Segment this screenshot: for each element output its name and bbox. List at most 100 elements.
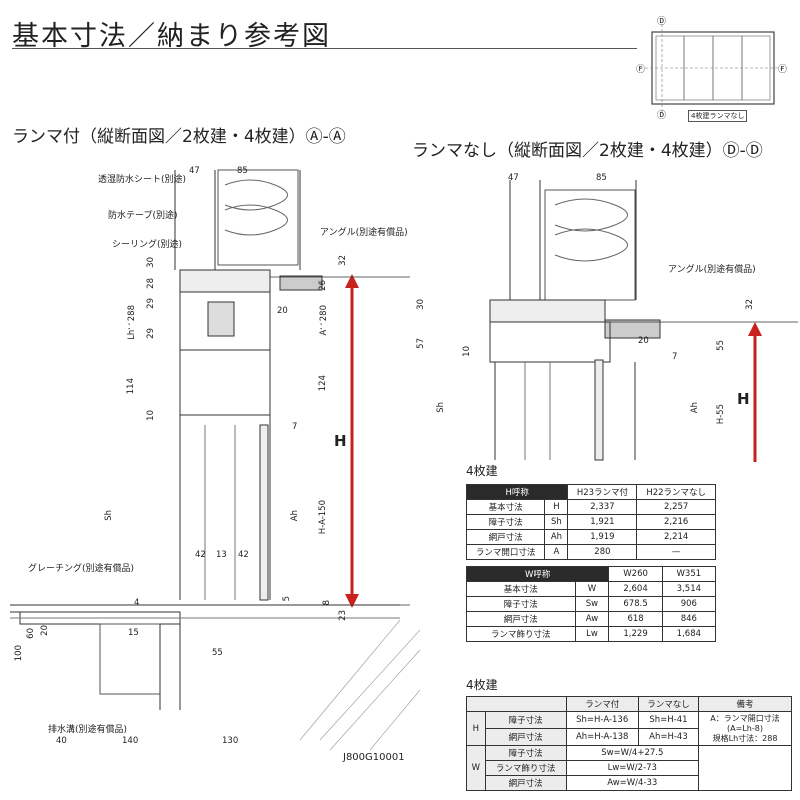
- cell: 2,216: [636, 514, 716, 530]
- cell: Sh: [544, 514, 569, 530]
- dim-8: 8: [322, 600, 332, 606]
- cell: 2,604: [608, 581, 663, 597]
- table-h-head-2: H23ランマ付: [567, 484, 638, 500]
- table-h-title: 4枚建: [466, 464, 498, 478]
- cell: Ah: [544, 529, 569, 545]
- left-section-title: ランマ付（縦断面図／2枚建・4枚建）Ⓐ-Ⓐ: [12, 127, 346, 147]
- table-w-head-0: W呼称: [465, 566, 610, 582]
- formula-head-2: 備考: [698, 696, 792, 712]
- key-plan: Ⓓ Ⓓ Ⓕ Ⓕ 4枚建ランマなし: [636, 12, 790, 122]
- cell: Ah=H-43: [637, 728, 700, 746]
- cell: 網戸寸法: [465, 529, 546, 545]
- key-plan-label: 4枚建ランマなし: [688, 110, 748, 122]
- dim-85: 85: [237, 166, 248, 176]
- cell: ランマ開口寸法: [465, 544, 546, 560]
- rdim-h: H: [737, 390, 750, 408]
- key-plan-drawing: [640, 24, 786, 112]
- page-title: 基本寸法／納まり参考図: [12, 21, 331, 52]
- table-row: 網戸寸法 Ah=H-A-138 Ah=H-43: [467, 728, 792, 746]
- dim-23: 23: [338, 610, 348, 621]
- cell: 678.5: [608, 596, 663, 612]
- table-row: H 障子寸法 Sh=H-A-136 Sh=H-41 A：ランマ開口寸法 (A=L…: [466, 711, 792, 746]
- right-section-drawing: [489, 180, 798, 462]
- rdim-ah: Ah: [690, 402, 700, 414]
- cell: 846: [661, 611, 717, 627]
- callout-angle-left: アングル(別途有償品): [320, 228, 408, 238]
- cell: 基本寸法: [466, 581, 576, 597]
- dim-10: 10: [146, 410, 156, 421]
- cell: [466, 696, 567, 712]
- formula-head-1: ランマなし: [637, 696, 700, 712]
- rdim-47: 47: [508, 173, 519, 183]
- cell: Sw: [574, 596, 610, 612]
- cell: Aw: [574, 611, 610, 627]
- dim-26: 26: [318, 280, 328, 291]
- cell: ランマ飾り寸法: [466, 626, 576, 642]
- table-h-head-0: H呼称: [465, 484, 569, 500]
- key-mark-d-top: Ⓓ: [657, 17, 667, 27]
- cell: 網戸寸法: [484, 775, 567, 791]
- rdim-30: 30: [416, 299, 426, 310]
- cell: 網戸寸法: [466, 611, 576, 627]
- dim-a-280: A：280: [319, 305, 329, 336]
- rdim-32: 32: [745, 299, 755, 310]
- dim-47: 47: [189, 166, 200, 176]
- cell: H: [544, 499, 569, 515]
- dim-100: 100: [14, 645, 24, 662]
- cell: 1,921: [567, 514, 638, 530]
- callout-waterproof-tape: 防水テープ(別途): [108, 211, 178, 221]
- formula-group-h: H: [466, 711, 486, 746]
- dim-5: 5: [282, 596, 292, 602]
- title-rule: [12, 48, 637, 49]
- cell: [698, 745, 792, 791]
- formula-head-0: ランマ付: [565, 696, 639, 712]
- cell: 1,229: [608, 626, 663, 642]
- cell: 3,514: [661, 581, 717, 597]
- cell: 基本寸法: [465, 499, 546, 515]
- dim-20: 20: [277, 306, 288, 316]
- dim-130: 130: [222, 736, 239, 746]
- drawing-code: J800G10001: [343, 752, 405, 763]
- left-section-drawing: [10, 169, 420, 751]
- key-mark-f-left: Ⓕ: [636, 65, 646, 75]
- dim-sh-left: Sh: [104, 510, 114, 521]
- table-w-head-2: W260: [608, 566, 663, 582]
- callout-grating: グレーチング(別途有償品): [28, 564, 135, 574]
- table-row: W 障子寸法 Sw=W/4+27.5: [466, 745, 792, 791]
- dim-20b: 20: [40, 625, 50, 636]
- dim-ah-left: Ah: [290, 510, 300, 522]
- dim-28: 28: [146, 278, 156, 289]
- cell: 906: [661, 596, 717, 612]
- right-section-title: ランマなし（縦断面図／2枚建・4枚建）Ⓓ-Ⓓ: [412, 141, 763, 161]
- formula-note: A：ランマ開口寸法 (A=Lh-8) 規格Lh寸法：288: [698, 711, 792, 746]
- cell: 1,919: [567, 529, 638, 545]
- cell: Sw=W/4+27.5: [565, 745, 700, 761]
- cell: —: [636, 544, 716, 560]
- cell: 障子寸法: [465, 514, 546, 530]
- cell: 網戸寸法: [484, 728, 567, 746]
- rdim-57: 57: [416, 338, 426, 349]
- key-mark-f-right: Ⓕ: [778, 65, 788, 75]
- dim-140: 140: [122, 736, 139, 746]
- table-row: 網戸寸法 Aw=W/4-33: [467, 775, 792, 791]
- dim-114: 114: [126, 378, 136, 395]
- cell: Lw=W/2-73: [565, 760, 700, 776]
- table-w-head-3: W351: [661, 566, 717, 582]
- dim-29a: 29: [146, 298, 156, 309]
- callout-drain: 排水溝(別途有償品): [48, 725, 128, 735]
- cell: 618: [608, 611, 663, 627]
- cell: 障子寸法: [466, 596, 576, 612]
- dim-7: 7: [292, 422, 298, 432]
- callout-moisture-sheet: 透湿防水シート(別途): [98, 175, 187, 185]
- rdim-sh: Sh: [436, 402, 446, 413]
- cell: ランマ飾り寸法: [484, 760, 567, 776]
- dim-h-a-150: H-A-150: [318, 500, 328, 535]
- dim-40: 40: [56, 736, 67, 746]
